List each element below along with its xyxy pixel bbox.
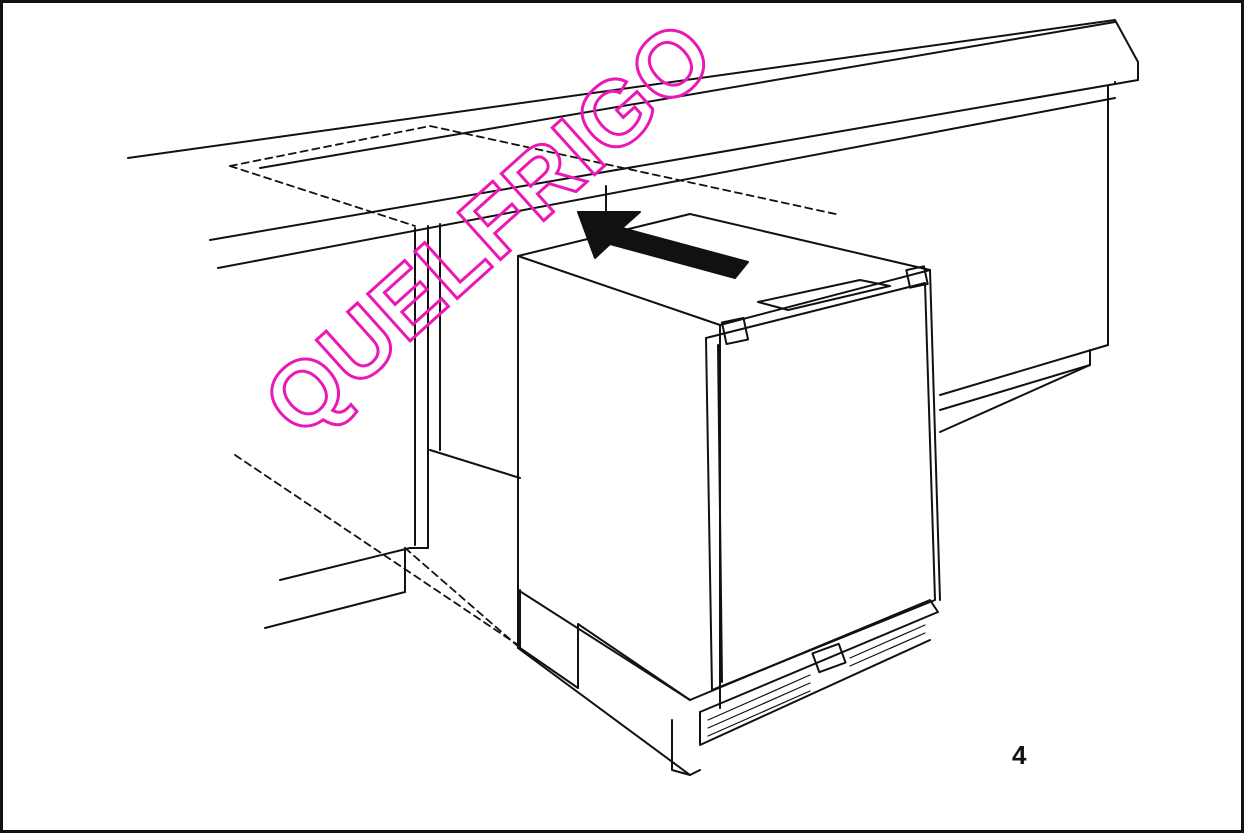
plinth-vent (519, 589, 939, 776)
fridge-body (517, 213, 941, 776)
watermark-text: QUELFRIGO (245, 1, 733, 455)
recess-outline (229, 125, 841, 649)
kitchen-cabinet (939, 85, 1109, 433)
watermark: QUELFRIGO (244, 0, 735, 456)
fridge-door (705, 265, 936, 691)
push-arrow-icon (577, 211, 749, 279)
control-display (811, 642, 847, 674)
figure-number: 4 (1012, 740, 1027, 770)
left-cabinet (264, 185, 607, 629)
door-hinge-top-right (905, 265, 929, 289)
worktop (127, 19, 1139, 269)
door-hinge-top-left (720, 316, 750, 346)
